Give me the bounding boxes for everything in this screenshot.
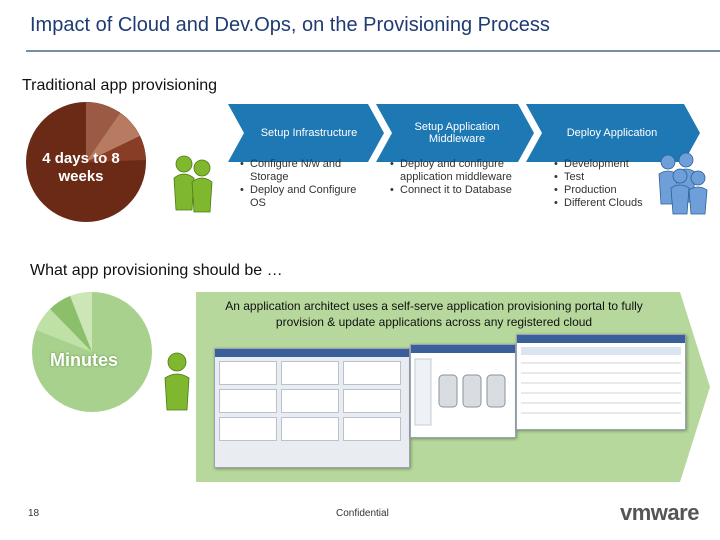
people-icon [173, 155, 213, 213]
catalog-tile [343, 417, 401, 441]
catalog-tile [219, 389, 277, 413]
catalog-tile [343, 389, 401, 413]
portal-screenshot-blueprint [410, 344, 516, 438]
step-1-bullets: Configure N/w and Storage Deploy and Con… [240, 158, 370, 210]
portal-description: An application architect uses a self-ser… [225, 299, 643, 329]
bullet-item: Deploy and configure application middlew… [390, 158, 520, 184]
window-titlebar [215, 349, 409, 357]
future-pie-label: Minutes [49, 350, 118, 370]
catalog-tile [219, 417, 277, 441]
pie-slice [50, 296, 92, 352]
catalog-grid [215, 357, 409, 445]
bullet-item: Different Clouds [554, 197, 664, 210]
bullet-item: Configure N/w and Storage [240, 158, 370, 184]
bullet-item: Deploy and Configure OS [240, 184, 370, 210]
window-titlebar [517, 335, 685, 343]
step-2-label: Setup Application Middleware [414, 121, 500, 145]
future-heading: What app provisioning should be … [30, 262, 283, 279]
pie-slice [86, 113, 140, 162]
pie-slice [86, 136, 146, 162]
people-group-icon [658, 152, 708, 215]
traditional-pie-chart [26, 102, 146, 222]
person-icon [164, 352, 190, 411]
details-table [521, 347, 681, 414]
bullet-item: Development [554, 158, 664, 171]
process-chevrons [228, 104, 700, 162]
chevron-step-2 [376, 104, 534, 162]
chevron-step-1 [228, 104, 384, 162]
pie-slice [36, 309, 92, 352]
chevron-step-3 [526, 104, 700, 162]
catalog-tile [281, 389, 339, 413]
step-3-bullets: Development Test Production Different Cl… [554, 158, 664, 210]
portal-screenshot-catalog [214, 348, 410, 468]
confidential-label: Confidential [336, 508, 389, 519]
portal-screenshot-details [516, 334, 686, 430]
blueprint-diagram [414, 358, 506, 426]
traditional-pie-label: 4 days to 8 weeks [42, 150, 120, 185]
pie-slice [86, 102, 120, 162]
slide-title: Impact of Cloud and Dev.Ops, on the Prov… [30, 14, 550, 36]
window-titlebar [411, 345, 515, 353]
step-3-label: Deploy Application [566, 127, 658, 139]
title-divider [26, 50, 720, 52]
bullet-item: Production [554, 184, 664, 197]
vmware-logo: vmware [620, 500, 699, 525]
pie-slice [70, 291, 92, 352]
catalog-tile [281, 361, 339, 385]
catalog-tile [219, 361, 277, 385]
catalog-tile [343, 361, 401, 385]
future-pie-chart [32, 291, 152, 412]
step-1-label: Setup Infrastructure [260, 127, 358, 139]
step-2-bullets: Deploy and configure application middlew… [390, 158, 520, 197]
bullet-item: Test [554, 171, 664, 184]
page-number: 18 [28, 508, 40, 519]
bullet-item: Connect it to Database [390, 184, 520, 197]
traditional-heading: Traditional app provisioning [22, 77, 218, 94]
catalog-tile [281, 417, 339, 441]
